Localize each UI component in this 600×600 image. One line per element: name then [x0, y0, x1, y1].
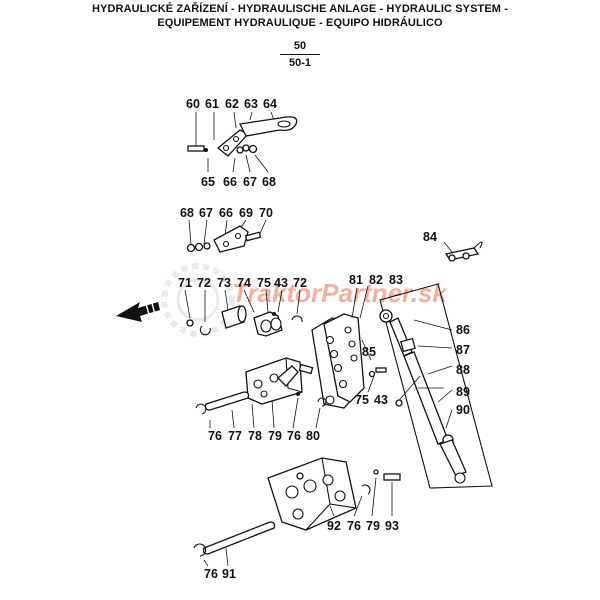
callout-74: 74 [237, 276, 251, 290]
center-pins-assembly [184, 289, 303, 337]
callout-81: 81 [349, 273, 363, 287]
callout-77: 77 [228, 429, 242, 443]
callout-87: 87 [456, 343, 470, 357]
lift-arm-plates [311, 285, 372, 409]
callout-43: 43 [274, 276, 288, 290]
callout-71: 71 [178, 276, 192, 290]
callout-80: 80 [306, 429, 320, 443]
top-bracket-assembly [187, 111, 298, 173]
callout-93: 93 [385, 519, 399, 533]
fraction-numerator: 50 [293, 40, 307, 52]
callout-63: 63 [244, 97, 258, 111]
callout-79b: 79 [366, 519, 380, 533]
callout-76c: 76 [347, 519, 361, 533]
callout-69: 69 [239, 206, 253, 220]
watermark-gear [161, 263, 235, 337]
callout-84: 84 [423, 230, 437, 244]
callout-92: 92 [327, 519, 341, 533]
callout-75b: 75 [355, 393, 369, 407]
callout-76b: 76 [287, 429, 301, 443]
top-link-assembly [379, 283, 493, 489]
callout-61: 61 [205, 97, 219, 111]
callout-62: 62 [225, 97, 239, 111]
callout-66: 66 [223, 175, 237, 189]
callout-64: 64 [263, 97, 277, 111]
part-84-pin [443, 241, 483, 262]
callout-43b: 43 [374, 393, 388, 407]
callout-65: 65 [201, 175, 215, 189]
callout-66b: 66 [219, 206, 233, 220]
lower-bracket-assembly [195, 357, 327, 429]
callout-91: 91 [222, 567, 236, 581]
callout-78: 78 [248, 429, 262, 443]
callout-86: 86 [456, 323, 470, 337]
watermark-text: TraktorPartner.sk [232, 278, 448, 308]
callout-72: 72 [197, 276, 211, 290]
small-bolt-75-43 [367, 367, 387, 393]
callout-89: 89 [456, 385, 470, 399]
callout-90: 90 [456, 403, 470, 417]
fraction-bar [280, 54, 320, 55]
callout-60: 60 [186, 97, 200, 111]
callout-76: 76 [208, 429, 222, 443]
callout-72b: 72 [293, 276, 307, 290]
direction-arrow-icon [116, 302, 160, 322]
callout-75: 75 [257, 276, 271, 290]
callout-68: 68 [262, 175, 276, 189]
middle-bracket-assembly [186, 219, 267, 253]
callout-67b: 67 [199, 206, 213, 220]
callout-73: 73 [217, 276, 231, 290]
callout-70: 70 [259, 206, 273, 220]
callout-83: 83 [389, 273, 403, 287]
callout-85: 85 [362, 345, 376, 359]
header-title-line-2: EQUIPEMENT HYDRAULIQUE - EQUIPO HIDRÁULI… [157, 17, 443, 29]
callout-76d: 76 [204, 567, 218, 581]
header-title-line-1: HYDRAULICKÉ ZAŘÍZENÍ - HYDRAULISCHE ANLA… [92, 3, 508, 15]
fraction-denominator: 50-1 [288, 57, 312, 69]
page-fraction: 50 50-1 [276, 40, 324, 69]
bottom-bracket-assembly [193, 457, 401, 567]
callout-67: 67 [243, 175, 257, 189]
callout-82: 82 [369, 273, 383, 287]
callout-68b: 68 [180, 206, 194, 220]
callout-88: 88 [456, 363, 470, 377]
callout-79: 79 [268, 429, 282, 443]
